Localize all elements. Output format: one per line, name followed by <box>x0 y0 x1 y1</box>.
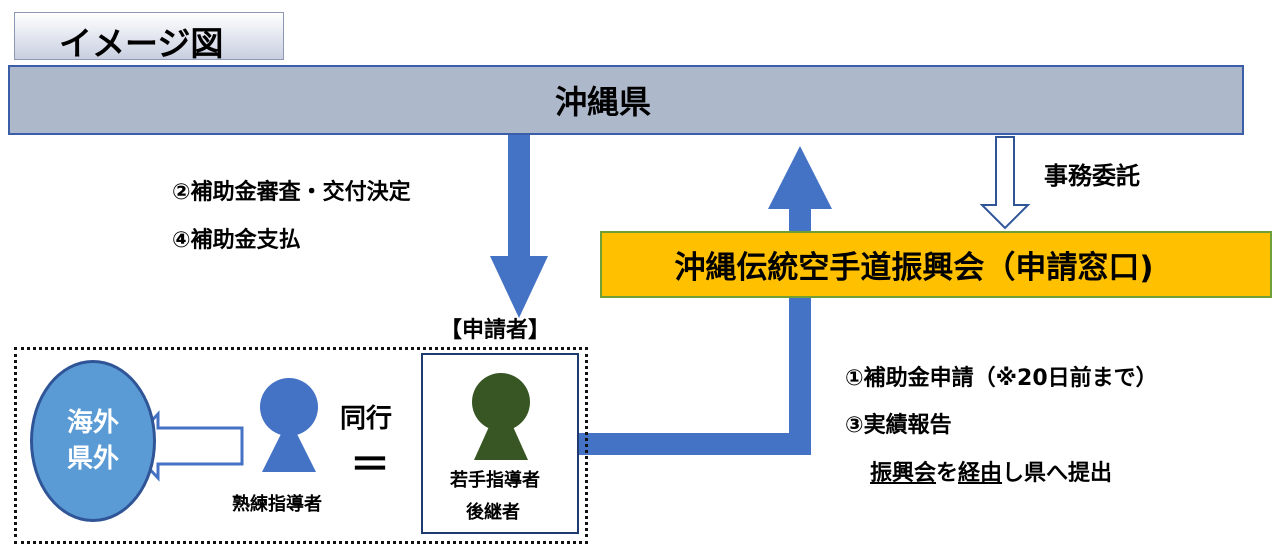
delegation-label: 事務委託 <box>1044 162 1140 190</box>
arrow-prefecture-to-applicant <box>490 132 548 318</box>
applicant-heading: 【申請者】 <box>440 318 551 343</box>
overseas-line1: 海外 <box>66 408 119 438</box>
senior-instructor-icon <box>260 378 318 472</box>
submission-route-association: 振興会 <box>870 461 937 486</box>
submission-route-tail: し県へ提出 <box>1002 461 1113 486</box>
submission-route-via: 経由 <box>958 461 1003 486</box>
young-instructor-label-1: 若手指導者 <box>450 470 540 491</box>
equals-sign: ＝ <box>350 442 390 488</box>
submission-route: 振興会を経由し県へ提出 <box>870 455 1112 487</box>
prefecture-bar: 沖縄県 <box>8 65 1244 135</box>
association-label: 沖縄伝統空手道振興会（申請窓口) <box>674 250 1154 286</box>
accompany-label: 同行 <box>340 404 393 434</box>
overseas-line2: 県外 <box>66 444 119 474</box>
association-box: 沖縄伝統空手道振興会（申請窓口) <box>600 231 1272 298</box>
arrow-delegation <box>979 136 1031 230</box>
step3-label: ③実績報告 <box>845 413 952 438</box>
title-tab: イメージ図 <box>14 12 284 63</box>
instructor-group-box <box>14 347 588 544</box>
step4-label: ④補助金支払 <box>172 228 301 253</box>
senior-instructor-label: 熟練指導者 <box>232 494 322 515</box>
step2-label: ②補助金審査・交付決定 <box>172 180 411 205</box>
overseas-ellipse <box>30 360 156 522</box>
arrow-applicant-to-prefecture <box>578 146 832 455</box>
young-instructor-label-2: 後継者 <box>466 502 520 523</box>
submission-route-particle: を <box>936 461 959 486</box>
title-tab-label: イメージ図 <box>59 24 224 63</box>
young-instructor-icon <box>472 373 530 460</box>
applicant-box <box>421 353 579 534</box>
prefecture-label: 沖縄県 <box>554 83 651 121</box>
step1-label: ①補助金申請（※20日前まで） <box>845 366 1158 391</box>
overseas-label: 海外 県外 <box>30 405 156 477</box>
